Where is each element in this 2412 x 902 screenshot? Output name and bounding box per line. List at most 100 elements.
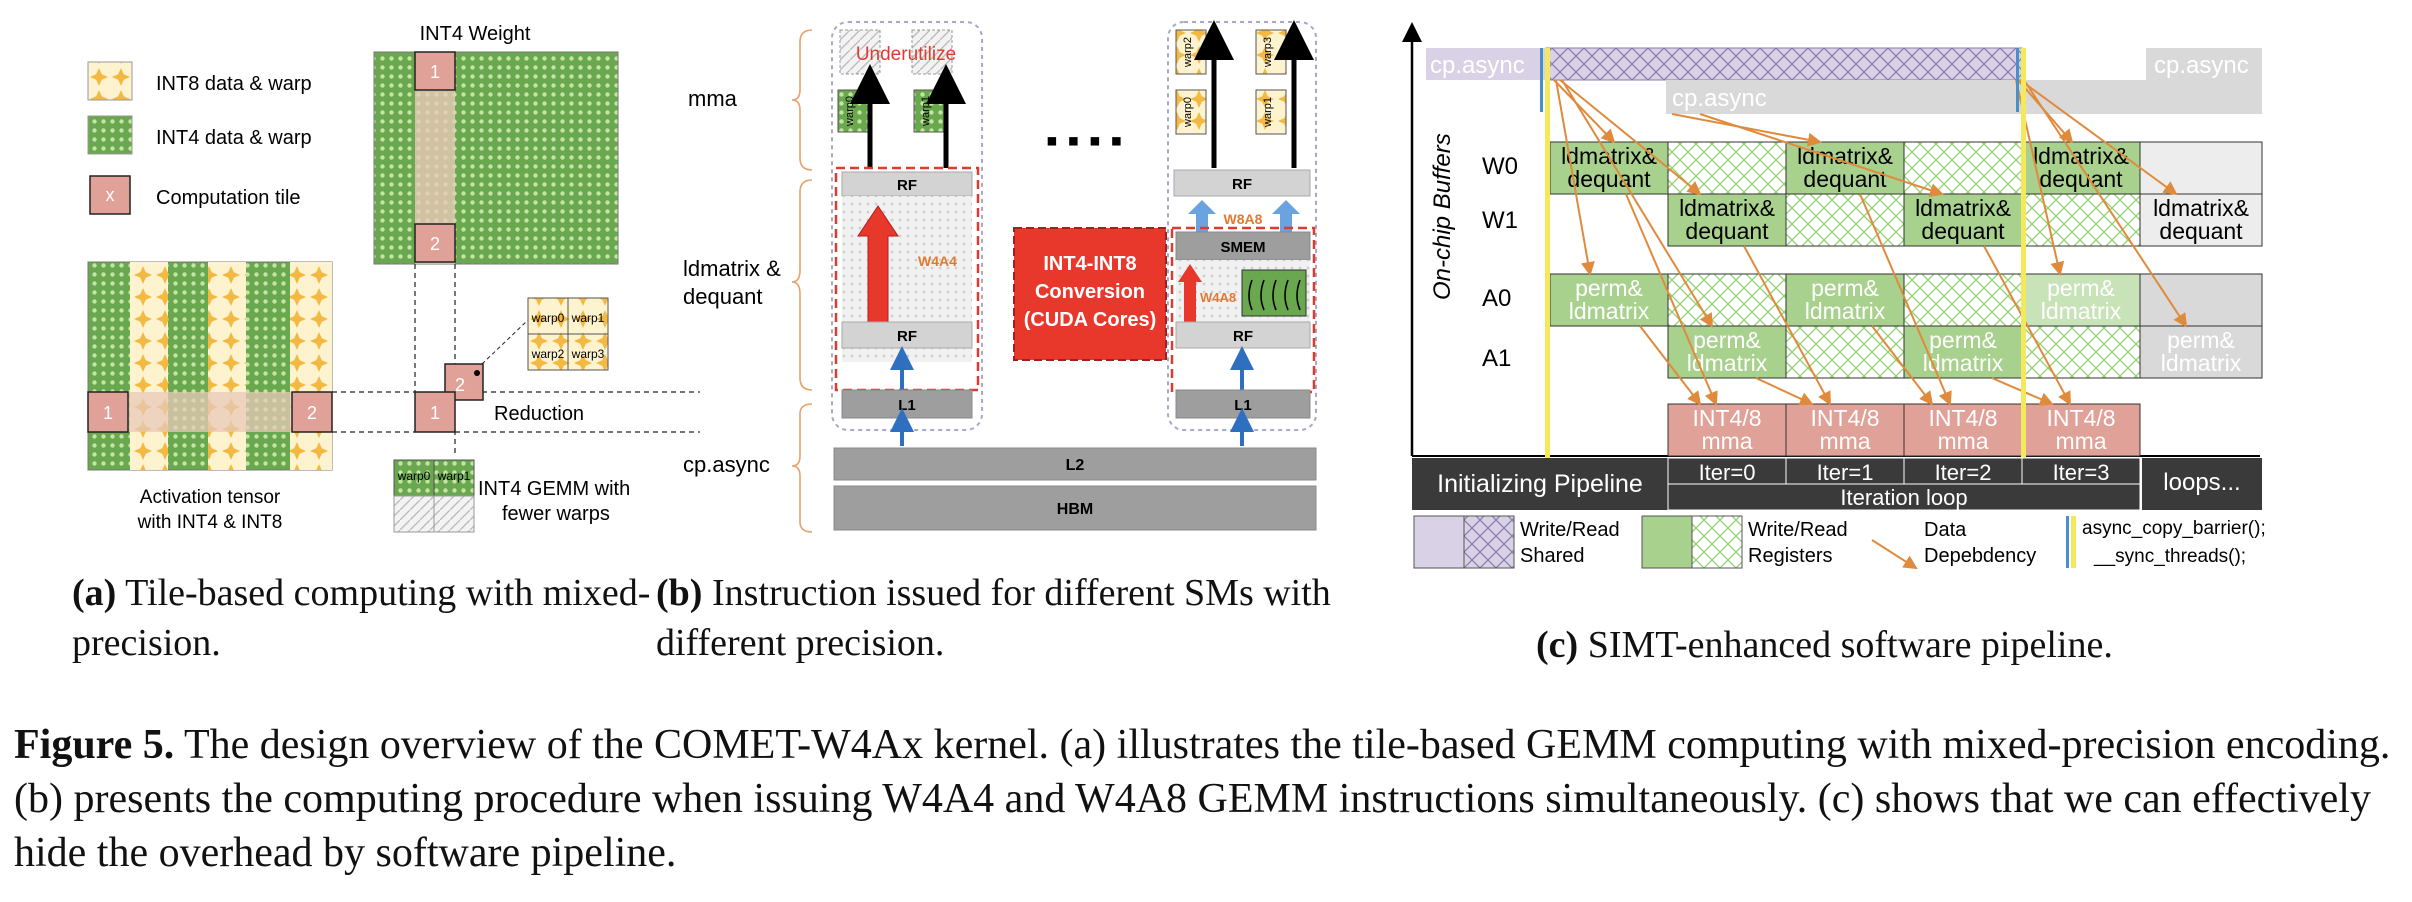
right-cuda-cores [1241, 269, 1307, 317]
compute-tile-1 [414, 391, 456, 433]
svg-text:perm&: perm& [1811, 275, 1879, 301]
svg-text:mma: mma [1937, 428, 1988, 454]
stage-ldmatrix-line1: ldmatrix & [683, 256, 781, 281]
right-w8a8-arrow-right [1272, 200, 1300, 232]
int4-gemm-line2: fewer warps [502, 503, 610, 525]
legend-dep-line1: Data [1924, 519, 1967, 541]
int8-warp3: warp3 [571, 347, 605, 361]
svg-text:Iter=0: Iter=0 [1699, 460, 1756, 485]
l2-bar [833, 447, 1317, 481]
legend-int8-swatch [87, 61, 133, 101]
hbm-label: HBM [1057, 501, 1093, 518]
activation-tensor [87, 261, 333, 471]
right-rf-bottom [1175, 321, 1311, 349]
stage-braces [791, 29, 813, 533]
row-w1: W1 [1482, 207, 1518, 234]
init-pipeline-bar [1412, 458, 1668, 510]
svg-text:INT4/8: INT4/8 [1928, 405, 1997, 431]
w4a8-label: W4A8 [1200, 290, 1236, 305]
left-warp1-label: warp1 [920, 96, 932, 127]
legend-tile-mark: x [106, 185, 115, 205]
right-smem-label: SMEM [1221, 239, 1266, 256]
legend-reg-line2: Registers [1748, 545, 1832, 567]
right-w4a8-arrow [1178, 264, 1202, 322]
activation-tile-1 [87, 391, 129, 433]
svg-text:Iter=1: Iter=1 [1817, 460, 1874, 485]
row-w0: W0 [1482, 153, 1518, 180]
svg-text:ldmatrix&: ldmatrix& [1679, 195, 1775, 221]
right-rf-bottom-label: RF [1233, 328, 1253, 345]
cpasync-label-2: cp.async [1672, 85, 1767, 112]
ldmatrix-texts: ldmatrix&dequant ldmatrix&dequant ldmatr… [1561, 143, 2249, 244]
weight-matrix [373, 51, 619, 265]
svg-text:perm&: perm& [1575, 275, 1643, 301]
svg-text:mma: mma [1701, 428, 1752, 454]
svg-text:INT4/8: INT4/8 [1810, 405, 1879, 431]
figure-caption-label: Figure 5. [14, 722, 175, 768]
legend-int4-swatch [87, 115, 133, 155]
right-warp3-label: warp3 [1262, 37, 1274, 68]
row-a1: A1 [1482, 345, 1511, 372]
svg-text:ldmatrix: ldmatrix [1923, 350, 2004, 376]
async-barrier-1 [1540, 48, 1543, 112]
left-warp0-label: warp0 [844, 96, 856, 127]
svg-text:dequant: dequant [1921, 218, 2005, 244]
svg-text:INT4/8: INT4/8 [2046, 405, 2115, 431]
right-rf-top [1173, 169, 1311, 197]
svg-text:perm&: perm& [2167, 327, 2235, 353]
svg-text:mma: mma [1819, 428, 1870, 454]
left-rf-bottom-label: RF [897, 328, 917, 345]
weight-tile-1 [414, 51, 456, 91]
svg-text:ldmatrix&: ldmatrix& [2153, 195, 2249, 221]
zoom-line-int8 [481, 319, 529, 365]
perm-texts: perm&ldmatrix perm&ldmatrix perm&ldmatri… [1569, 275, 2242, 376]
subcaption-c-label: (c) [1536, 624, 1579, 666]
subcaption-c-text: SIMT-enhanced software pipeline. [1587, 624, 2113, 666]
subcaption-c: (c) SIMT-enhanced software pipeline. [1536, 620, 2336, 670]
subcaption-a: (a) Tile-based computing with mixed-prec… [72, 568, 652, 668]
svg-text:ldmatrix&: ldmatrix& [1915, 195, 2011, 221]
right-warp1 [1255, 89, 1287, 135]
svg-text:mma: mma [2055, 428, 2106, 454]
activation-tile-2 [291, 391, 333, 433]
ellipsis-dots: ▪ ▪ ▪ ▪ [1046, 122, 1123, 160]
svg-text:Iter=3: Iter=3 [2053, 460, 2110, 485]
cpasync-bar-3 [2146, 48, 2262, 80]
left-l1-label: L1 [898, 397, 916, 414]
figure-caption-text: The design overview of the COMET-W4Ax ke… [14, 722, 2391, 876]
legend-reg-solid [1641, 515, 1693, 569]
legend-shared-hatched [1463, 515, 1515, 569]
w4a4-label: W4A4 [918, 253, 957, 269]
svg-text:dequant: dequant [1567, 166, 1651, 192]
right-w8a8-arrow-left [1188, 200, 1216, 232]
row-a0: A0 [1482, 285, 1511, 312]
cpasync-label-3: cp.async [2154, 52, 2249, 79]
svg-text:perm&: perm& [1693, 327, 1761, 353]
w8a8-label: W8A8 [1224, 211, 1263, 227]
right-cuda-core-arrows [1248, 279, 1301, 311]
right-warp1-label: warp1 [1262, 97, 1274, 128]
left-w4a4-arrow [857, 205, 899, 323]
right-warp0-label: warp0 [1182, 97, 1194, 128]
activation-tile-1-label: 1 [103, 403, 113, 423]
dependency-arrows [1553, 79, 2188, 406]
w1-row [1667, 193, 2263, 247]
conversion-line3: (CUDA Cores) [1024, 309, 1157, 331]
compute-tile-1-label: 1 [430, 403, 440, 423]
right-rf-top-label: RF [1232, 176, 1252, 193]
a0-row [1549, 273, 2263, 327]
sync-threads-2 [2021, 48, 2026, 458]
left-rf-top-label: RF [897, 177, 917, 194]
conversion-block [1013, 227, 1167, 361]
compute-tile-dot [474, 370, 480, 376]
int4-warp1: warp1 [437, 469, 471, 483]
int8-warp2: warp2 [531, 347, 565, 361]
right-warp2-label: warp2 [1182, 37, 1194, 68]
projection-guides [332, 264, 700, 455]
svg-text:perm&: perm& [2047, 275, 2115, 301]
left-rf-bottom [841, 321, 973, 349]
subcaption-a-text: Tile-based computing with mixed-precisio… [72, 572, 651, 664]
int8-warp-grid: warp0 warp1 warp2 warp3 [527, 297, 609, 371]
svg-text:ldmatrix: ldmatrix [2161, 350, 2242, 376]
